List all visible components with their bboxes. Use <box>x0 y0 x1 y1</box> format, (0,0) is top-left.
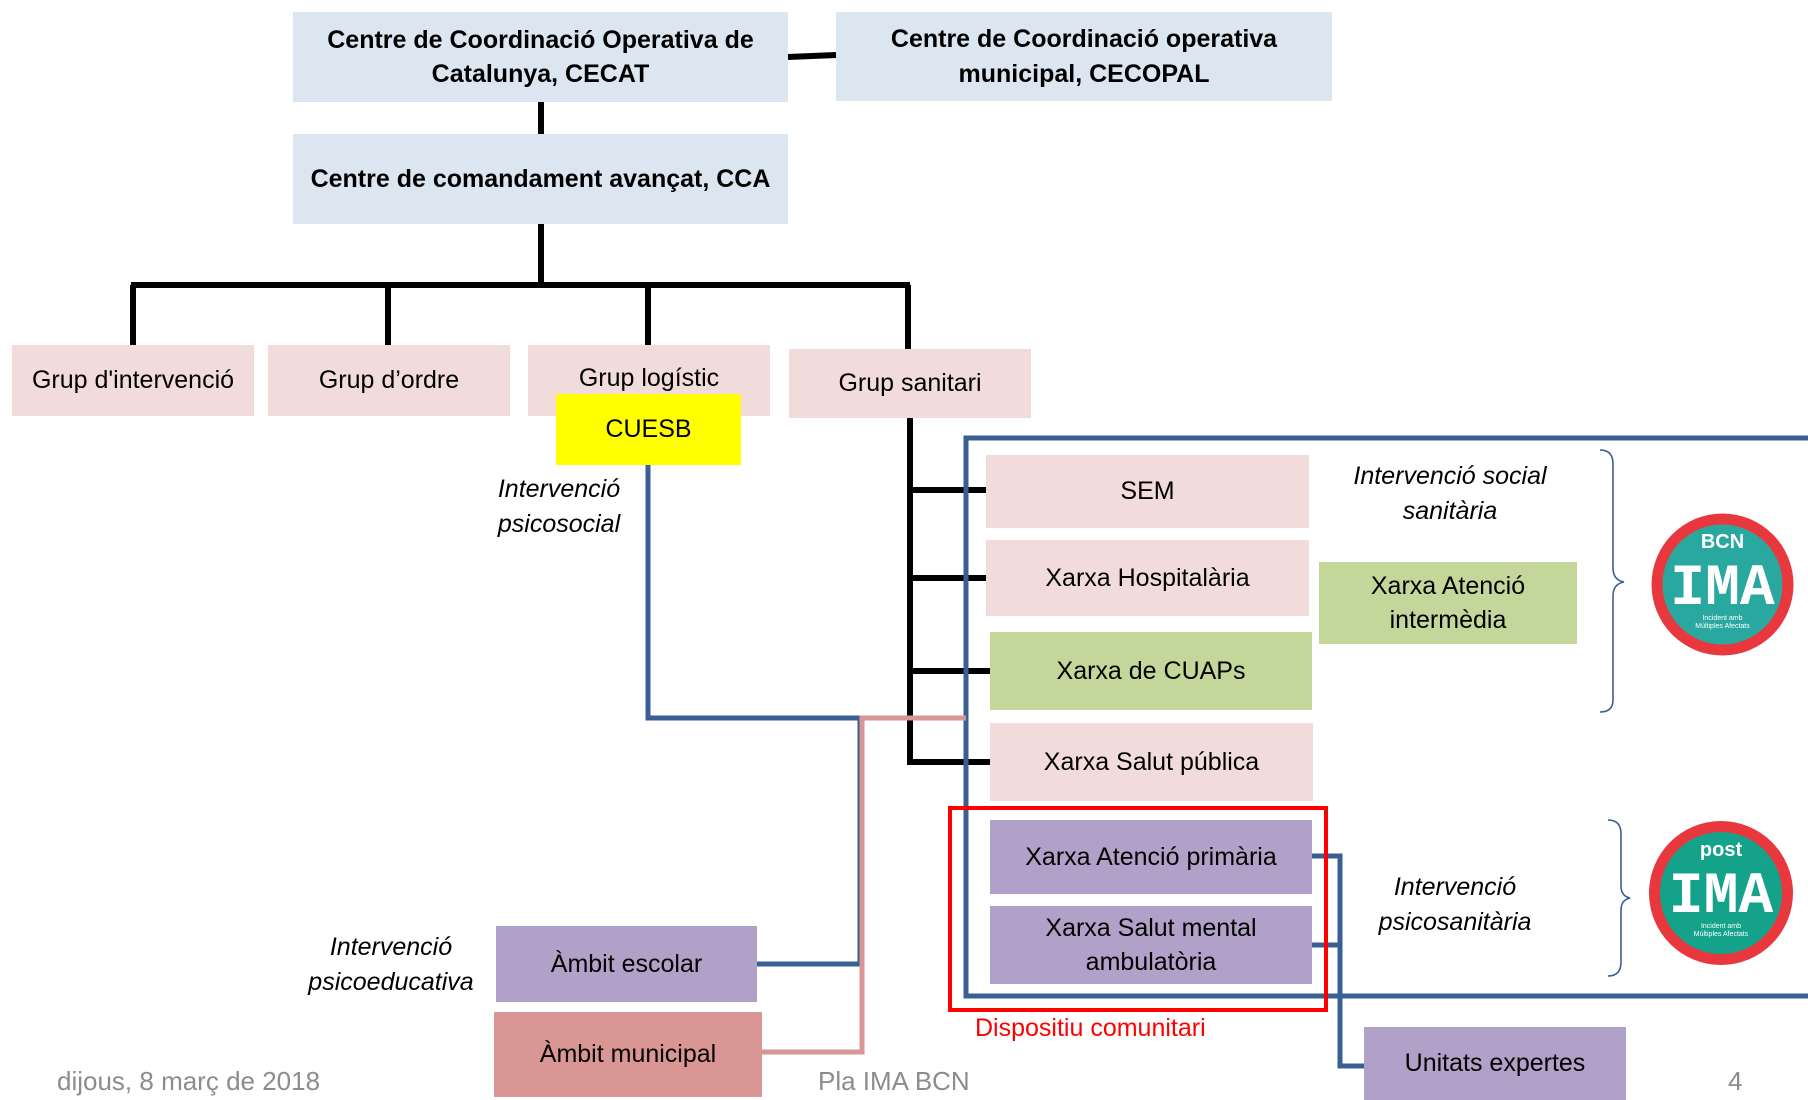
ambit-escolar-label: Àmbit escolar <box>550 949 703 978</box>
xarxa-atencio-intermedia-box: Xarxa Atenció intermèdia <box>1319 562 1577 644</box>
grup-sanitari-box: Grup sanitari <box>789 349 1031 418</box>
xarxa-salut-mental-label: Xarxa Salut mental ambulatòria <box>1045 913 1257 977</box>
xarxa-salut-mental-box: Xarxa Salut mental ambulatòria <box>990 906 1312 984</box>
post-logo-top: post <box>1700 839 1743 861</box>
sem-box: SEM <box>986 455 1309 528</box>
ambit-municipal-label: Àmbit municipal <box>539 1040 717 1069</box>
ambit-escolar-box: Àmbit escolar <box>496 926 757 1002</box>
cecopal-label: Centre de Coordinació operativa municipa… <box>890 25 1278 88</box>
bcn-ima-logo-icon: BCN IMA Incident amb Múltiples Afectats <box>1651 513 1794 656</box>
cca-label: Centre de comandament avançat, CCA <box>310 164 771 193</box>
xarxa-cuaps-box: Xarxa de CUAPs <box>990 632 1312 710</box>
footer-date: dijous, 8 març de 2018 <box>57 1066 321 1096</box>
xarxa-atencio-primaria-box: Xarxa Atenció primària <box>990 820 1312 894</box>
footer-title: Pla IMA BCN <box>818 1066 970 1096</box>
xarxa-atencio-primaria-label: Xarxa Atenció primària <box>1025 842 1277 871</box>
post-logo-sub2: Múltiples Afectats <box>1694 931 1749 938</box>
xarxa-hospitalaria-box: Xarxa Hospitalària <box>986 540 1309 616</box>
intervencio-psicosocial-label: Intervenció psicosocial <box>497 475 621 538</box>
grup-logistic-label: Grup logístic <box>578 364 720 392</box>
xarxa-atencio-intermedia-label: Xarxa Atenció intermèdia <box>1370 571 1526 635</box>
xarxa-cuaps-label: Xarxa de CUAPs <box>1056 656 1246 685</box>
post-logo-sub1: Incident amb <box>1701 923 1741 930</box>
grup-ordre-box: Grup d’ordre <box>268 345 510 416</box>
post-ima-logo-icon: post IMA Incident amb Múltiples Afectats <box>1649 821 1793 965</box>
cecat-box: Centre de Coordinació Operativa de Catal… <box>293 12 788 102</box>
cca-box: Centre de comandament avançat, CCA <box>293 134 788 224</box>
intervencio-social-sanitaria-label: Intervenció social sanitària <box>1353 462 1547 525</box>
grup-intervencio-box: Grup d'intervenció <box>12 345 254 416</box>
bcn-logo-main: IMA <box>1670 557 1775 622</box>
bcn-logo-sub1: Incident amb <box>1702 615 1742 622</box>
unitats-expertes-box: Unitats expertes <box>1364 1027 1626 1100</box>
cecat-label: Centre de Coordinació Operativa de Catal… <box>327 25 754 89</box>
ambit-municipal-box: Àmbit municipal <box>494 1012 762 1097</box>
grup-ordre-label: Grup d’ordre <box>318 366 460 395</box>
grup-sanitari-label: Grup sanitari <box>838 369 982 398</box>
cecopal-box: Centre de Coordinació operativa municipa… <box>836 12 1332 101</box>
xarxa-salut-publica-label: Xarxa Salut pública <box>1043 747 1260 776</box>
cuesb-box: CUESB <box>556 394 741 465</box>
dispositiu-comunitari-label: Dispositiu comunitari <box>975 1014 1206 1042</box>
intervencio-psicosanitaria-label: Intervenció psicosanitària <box>1378 873 1532 936</box>
xarxa-hospitalaria-label: Xarxa Hospitalària <box>1045 563 1250 592</box>
intervencio-psicoeducativa-label: Intervenció psicoeducativa <box>308 933 474 996</box>
post-logo-main: IMA <box>1669 865 1774 930</box>
xarxa-salut-publica-box: Xarxa Salut pública <box>990 723 1313 801</box>
cuesb-label: CUESB <box>605 415 692 444</box>
bcn-logo-top: BCN <box>1701 531 1744 553</box>
unitats-expertes-label: Unitats expertes <box>1404 1049 1586 1078</box>
sem-label: SEM <box>1120 477 1175 506</box>
grup-intervencio-label: Grup d'intervenció <box>31 366 235 395</box>
footer-page-number: 4 <box>1728 1066 1743 1096</box>
bcn-logo-sub2: Múltiples Afectats <box>1695 623 1750 630</box>
